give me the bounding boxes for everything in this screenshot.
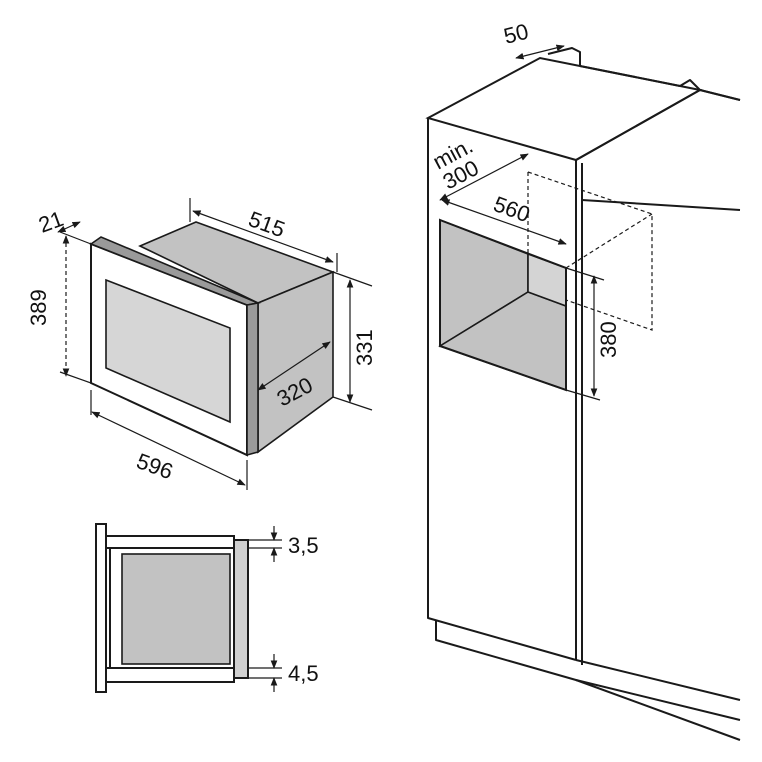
- label-3-5: 3,5: [288, 533, 319, 558]
- cabinet-plinth: [435, 620, 741, 721]
- cabinet: [425, 47, 741, 741]
- oven-side-section: [95, 523, 249, 693]
- cabinet-back-right: [699, 89, 741, 101]
- cabinet-floor-line: [575, 679, 741, 741]
- label-380: 380: [596, 321, 621, 358]
- cabinet-plinth-right: [575, 659, 741, 701]
- oven-side: [257, 270, 334, 454]
- dim-side-bottom-gap: 4,5: [248, 654, 319, 692]
- label-596: 596: [133, 448, 176, 484]
- cabinet-back-top: [579, 65, 701, 91]
- dim-niche-height: 380: [565, 267, 621, 401]
- dim-oven-body-height: 331: [332, 271, 377, 411]
- section-bottom-rail: [105, 667, 235, 683]
- cabinet-niche: [438, 171, 653, 392]
- dim-oven-height: 389: [26, 231, 92, 384]
- label-4-5: 4,5: [288, 661, 319, 686]
- label-50: 50: [501, 19, 531, 49]
- dim-side-top-gap: 3,5: [248, 526, 319, 562]
- label-560: 560: [490, 191, 533, 227]
- section-back-plate: [233, 539, 249, 679]
- label-389: 389: [26, 289, 51, 326]
- label-515: 515: [245, 206, 288, 242]
- cabinet-right-lower: [581, 199, 741, 211]
- label-331: 331: [352, 329, 377, 366]
- oven-door-edge-side: [246, 302, 259, 457]
- dim-oven-frame-depth: 21: [35, 206, 81, 238]
- cabinet-front-left: [427, 118, 577, 661]
- section-front-panel: [95, 523, 107, 693]
- section-cavity: [121, 553, 231, 665]
- oven-perspective: [89, 221, 336, 457]
- dim-cabinet-rear-gap: 50: [501, 19, 565, 60]
- dim-oven-width: 596: [90, 390, 248, 490]
- section-top-rail: [105, 535, 235, 549]
